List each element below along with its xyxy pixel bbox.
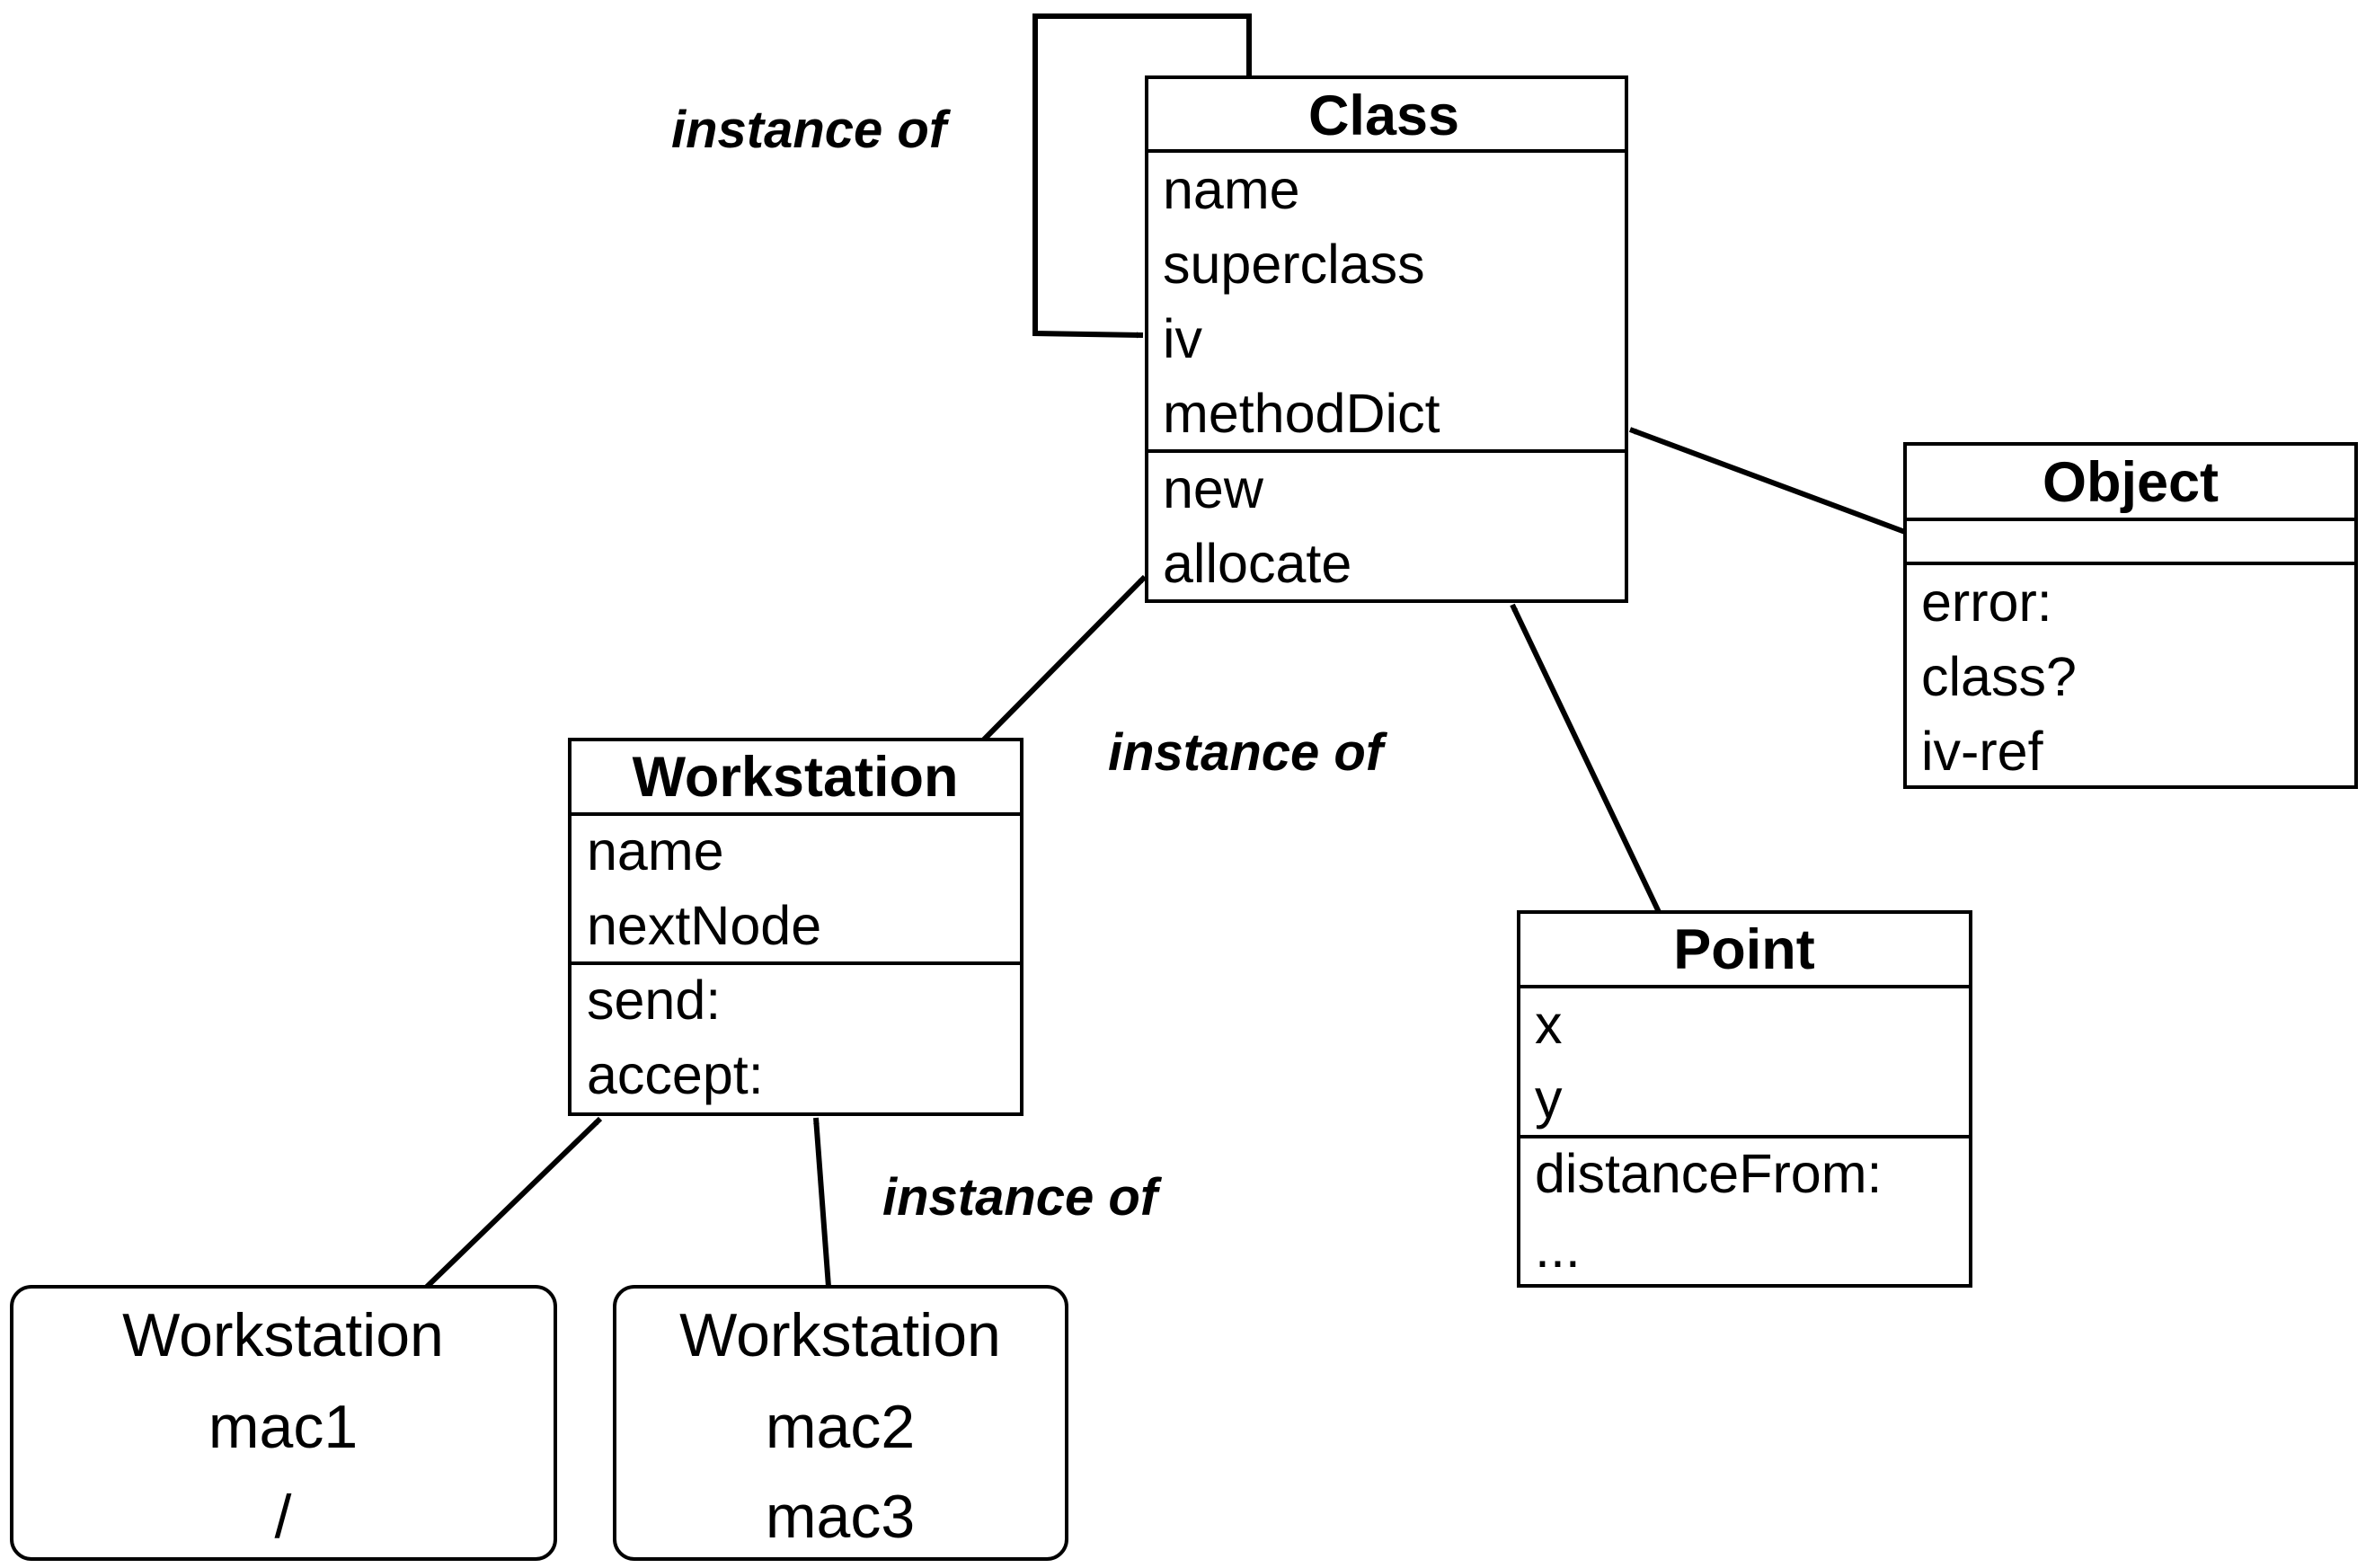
mac1-to-workstation-arrow — [424, 1116, 603, 1289]
workstation-attribute: nextNode — [587, 895, 821, 956]
point-attribute: y — [1535, 1068, 1563, 1129]
class-attribute: name — [1163, 159, 1300, 220]
workstation-method: accept: — [587, 1044, 764, 1105]
point-method: distanceFrom: — [1535, 1143, 1882, 1204]
self-loop-label: instance of — [671, 101, 952, 159]
class-method: new — [1163, 458, 1264, 519]
point-method: ... — [1535, 1218, 1581, 1279]
mac2-to-workstation-arrow — [813, 1117, 831, 1288]
class-box-object[interactable]: Object error: class? iv-ref — [1903, 442, 2358, 789]
class-title: Class — [1308, 84, 1459, 147]
instance-mac2-line: mac2 — [766, 1393, 915, 1461]
instance-mac1-line: mac1 — [208, 1393, 358, 1461]
class-box-point[interactable]: Point x y distanceFrom: ... — [1517, 910, 1972, 1288]
object-title: Object — [2043, 451, 2219, 514]
workstation-instance-of-label: instance of — [1108, 723, 1388, 782]
instance-box-mac1[interactable]: Workstation mac1 / — [10, 1285, 557, 1561]
instance-mac2-line: mac3 — [766, 1483, 915, 1551]
object-method: class? — [1921, 646, 2077, 707]
class-method: allocate — [1163, 533, 1351, 594]
object-method: iv-ref — [1921, 721, 2044, 782]
workstation-method: send: — [587, 970, 721, 1031]
object-to-class-arrow — [1628, 427, 1907, 535]
class-attribute: methodDict — [1163, 383, 1440, 444]
point-to-class-arrow — [1510, 603, 1662, 914]
workstation-attribute: name — [587, 820, 724, 881]
instance-mac1-line: / — [275, 1483, 292, 1551]
object-method: error: — [1921, 571, 2052, 633]
class-box-class[interactable]: Class name superclass iv methodDict new … — [1145, 75, 1628, 603]
class-attribute: superclass — [1163, 234, 1425, 295]
instances-instance-of-label: instance of — [882, 1168, 1163, 1227]
instance-mac2-line: Workstation — [679, 1301, 1001, 1369]
instance-box-mac2[interactable]: Workstation mac2 mac3 — [613, 1285, 1068, 1561]
point-title: Point — [1673, 918, 1814, 981]
workstation-to-class-arrow — [981, 574, 1148, 742]
workstation-title: Workstation — [633, 746, 959, 809]
class-box-workstation[interactable]: Workstation name nextNode send: accept: — [568, 738, 1023, 1116]
class-attribute: iv — [1163, 308, 1203, 369]
point-attribute: x — [1535, 994, 1563, 1055]
instance-mac1-line: Workstation — [122, 1301, 444, 1369]
self-loop-arrow — [1032, 13, 1252, 339]
